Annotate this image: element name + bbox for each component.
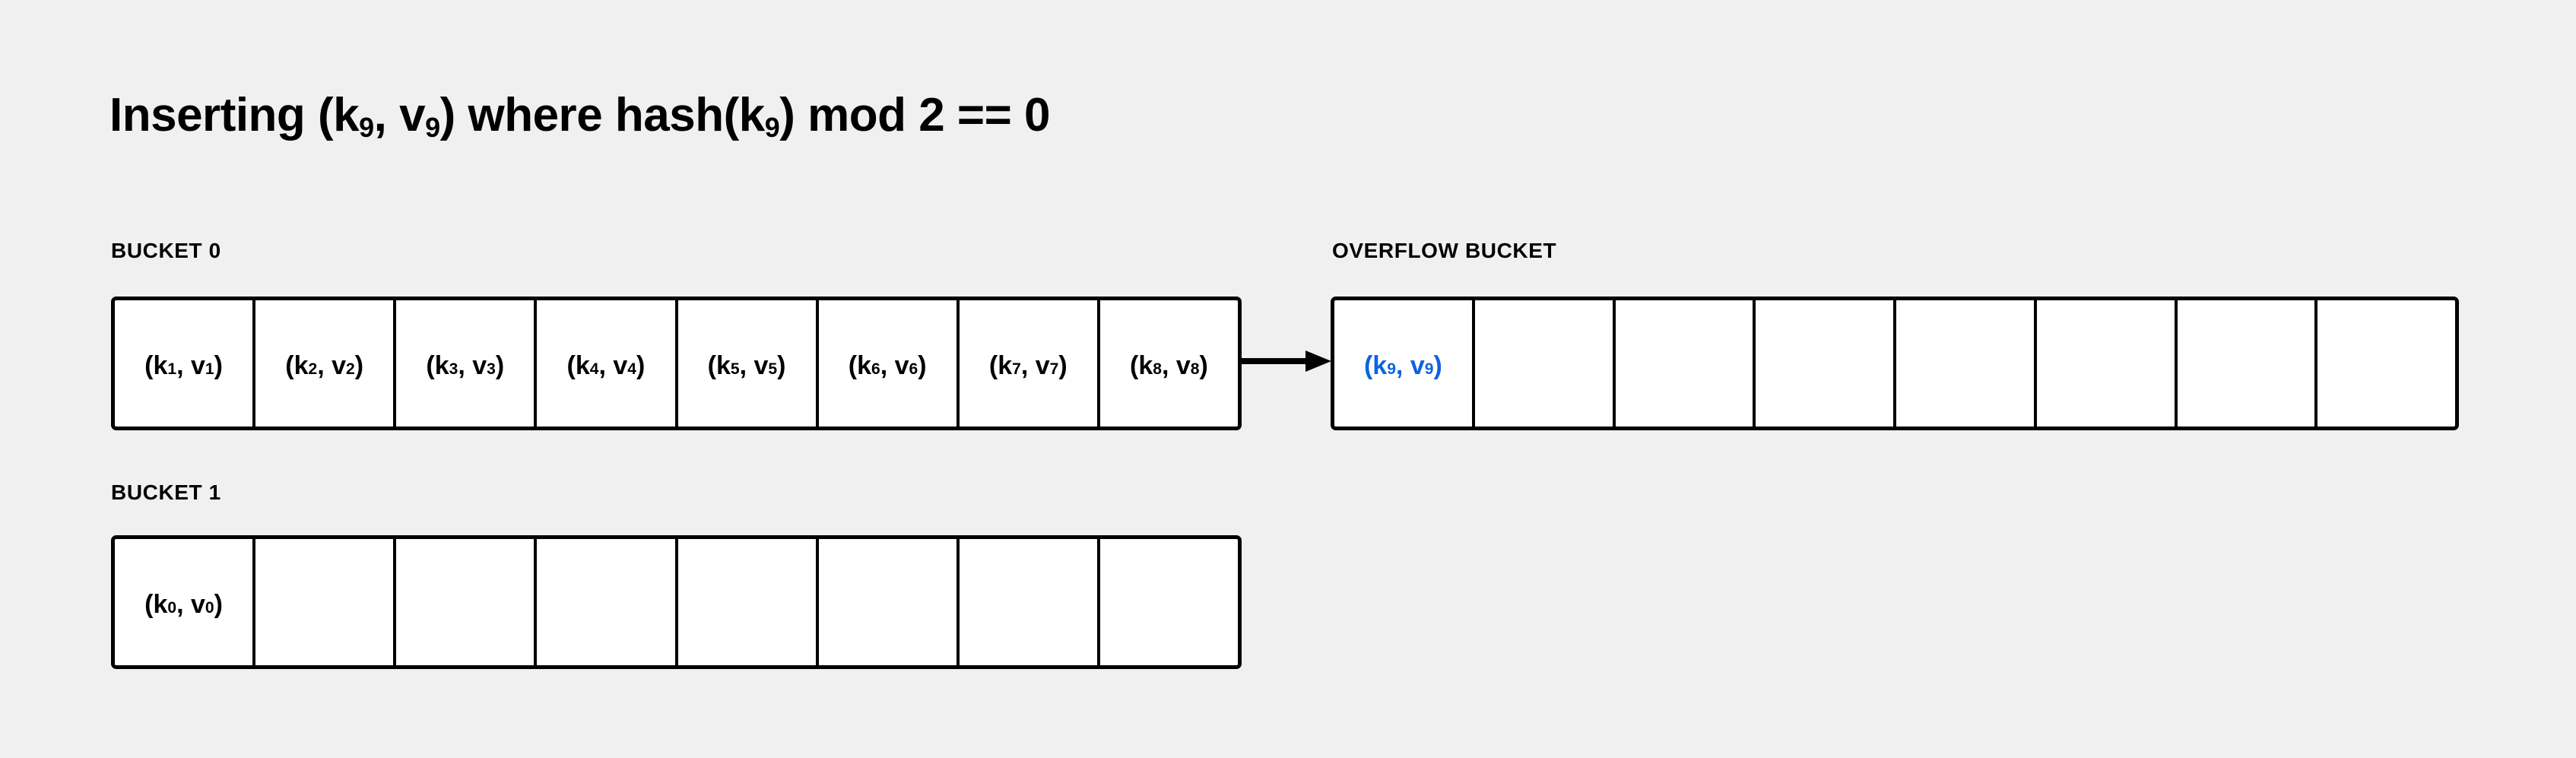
- cell-close-paren: ): [1058, 350, 1068, 380]
- bucket-1-label: BUCKET 1: [111, 480, 221, 504]
- cell-value-subscript: 3: [487, 360, 496, 379]
- overflow-bucket-cell-6[interactable]: [2177, 300, 2318, 427]
- cell-value-subscript: 9: [1424, 360, 1434, 379]
- title-prefix: Inserting (k: [109, 89, 360, 141]
- cell-key: (k: [1130, 350, 1153, 380]
- cell-value: , v: [458, 350, 487, 380]
- cell-key-subscript: 1: [167, 360, 177, 379]
- cell-close-paren: ): [1433, 350, 1442, 380]
- cell-key-subscript: 6: [871, 360, 880, 379]
- cell-key-subscript: 3: [449, 360, 458, 379]
- overflow-link-arrow-icon: [1242, 350, 1331, 372]
- cell-value-subscript: 4: [627, 360, 637, 379]
- overflow-bucket-cell-3[interactable]: [1756, 300, 1896, 427]
- page-title: Inserting (k9, v9) where hash(k9) mod 2 …: [109, 89, 1051, 143]
- cell-close-paren: ): [777, 350, 786, 380]
- title-tail: ) mod 2 == 0: [779, 89, 1051, 141]
- overflow-bucket-cell-5[interactable]: [2036, 300, 2178, 427]
- bucket-1-cell-6[interactable]: [959, 539, 1100, 665]
- cell-value: , v: [1395, 350, 1425, 380]
- cell-value: , v: [1020, 350, 1050, 380]
- title-hash-subscript: 9: [764, 111, 780, 143]
- title-mid: , v: [373, 89, 426, 141]
- cell-key-subscript: 8: [1153, 360, 1162, 379]
- overflow-bucket-cell-2[interactable]: [1615, 300, 1756, 427]
- cell-key-subscript: 2: [308, 360, 318, 379]
- cell-close-paren: ): [354, 350, 364, 380]
- cell-close-paren: ): [636, 350, 646, 380]
- bucket-1-cell-1[interactable]: [255, 539, 397, 665]
- cell-value-subscript: 7: [1049, 360, 1059, 379]
- cell-key: (k: [285, 350, 309, 380]
- cell-key-subscript: 0: [167, 599, 177, 617]
- cell-key: (k: [566, 350, 590, 380]
- overflow-bucket-cell-7[interactable]: [2317, 300, 2455, 427]
- cell-value: , v: [598, 350, 628, 380]
- cell-value: , v: [317, 350, 347, 380]
- bucket-1-cell-2[interactable]: [396, 539, 538, 665]
- title-key-subscript: 9: [359, 111, 374, 143]
- cell-value-subscript: 0: [205, 599, 214, 617]
- overflow-bucket-label: OVERFLOW BUCKET: [1332, 239, 1557, 262]
- cell-value-subscript: 8: [1190, 360, 1200, 379]
- cell-close-paren: ): [495, 350, 505, 380]
- cell-value-subscript: 1: [205, 360, 214, 379]
- cell-value: , v: [880, 350, 909, 380]
- cell-close-paren: ): [214, 589, 223, 619]
- cell-value-subscript: 6: [909, 360, 918, 379]
- cell-value: , v: [739, 350, 769, 380]
- cell-key-subscript: 7: [1012, 360, 1021, 379]
- cell-value: , v: [176, 589, 205, 619]
- cell-value-subscript: 5: [768, 360, 778, 379]
- bucket-0-label: BUCKET 0: [111, 239, 221, 262]
- cell-close-paren: ): [1199, 350, 1208, 380]
- cell-key-subscript: 9: [1387, 360, 1396, 379]
- title-after: ) where hash(k: [439, 89, 766, 141]
- cell-key: (k: [707, 350, 731, 380]
- overflow-bucket-cell-4[interactable]: [1896, 300, 2037, 427]
- cell-key: (k: [426, 350, 449, 380]
- cell-key: (k: [988, 350, 1013, 380]
- cell-close-paren: ): [918, 350, 927, 380]
- cell-value: , v: [176, 350, 205, 380]
- overflow-bucket-cell-1[interactable]: [1474, 300, 1616, 427]
- cell-key-subscript: 5: [730, 360, 740, 379]
- cell-value-subscript: 2: [346, 360, 355, 379]
- bucket-1-cell-7[interactable]: [1099, 539, 1238, 665]
- cell-key: (k: [1363, 350, 1388, 380]
- cell-key: (k: [144, 350, 168, 380]
- bucket-1-cell-5[interactable]: [818, 539, 960, 665]
- bucket-1-cell-4[interactable]: [677, 539, 819, 665]
- arrow-head: [1305, 350, 1331, 372]
- cell-key: (k: [144, 589, 168, 619]
- arrow-shaft: [1242, 358, 1307, 364]
- cell-key: (k: [848, 350, 871, 380]
- bucket-1-cell-3[interactable]: [537, 539, 678, 665]
- cell-value: , v: [1161, 350, 1191, 380]
- cell-key-subscript: 4: [589, 360, 599, 379]
- title-value-subscript: 9: [425, 111, 440, 143]
- cell-close-paren: ): [214, 350, 223, 380]
